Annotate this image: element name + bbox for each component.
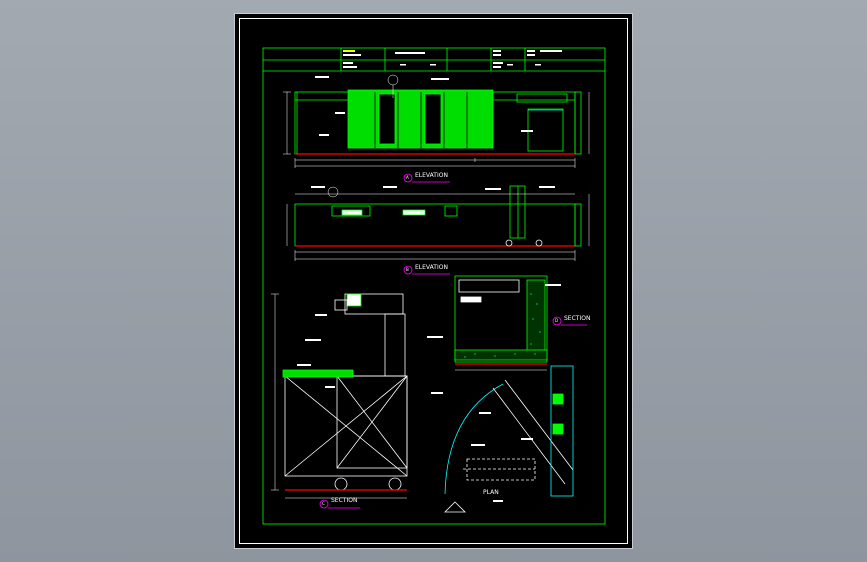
leader-labels — [297, 76, 561, 502]
elevation-b — [294, 185, 582, 247]
section-d — [454, 275, 548, 371]
section-c-dims — [271, 293, 407, 499]
plan-title: PLAN — [483, 489, 499, 496]
section-c-title: SECTION — [331, 497, 358, 504]
drawing-sheet: ELEVATION ELEVATION SECTION SECTION PLAN… — [234, 13, 633, 549]
cad-drawing — [262, 47, 606, 525]
marker-d: D — [555, 318, 559, 323]
elevation-a-title: ELEVATION — [415, 172, 448, 179]
elevation-a-dims — [283, 74, 590, 168]
elevation-b-dims — [286, 186, 590, 261]
section-d-hatch — [464, 293, 541, 358]
elevation-a — [294, 89, 582, 155]
section-c — [282, 293, 408, 491]
section-markers — [319, 173, 587, 509]
plan — [444, 365, 574, 513]
marker-a: A — [406, 175, 409, 180]
title-block-text — [343, 50, 562, 68]
section-d-title: SECTION — [564, 315, 591, 322]
elevation-b-title: ELEVATION — [415, 264, 448, 271]
marker-c: C — [322, 501, 325, 506]
title-block — [262, 47, 606, 525]
sheet-border — [239, 18, 628, 544]
marker-b: B — [406, 267, 409, 272]
